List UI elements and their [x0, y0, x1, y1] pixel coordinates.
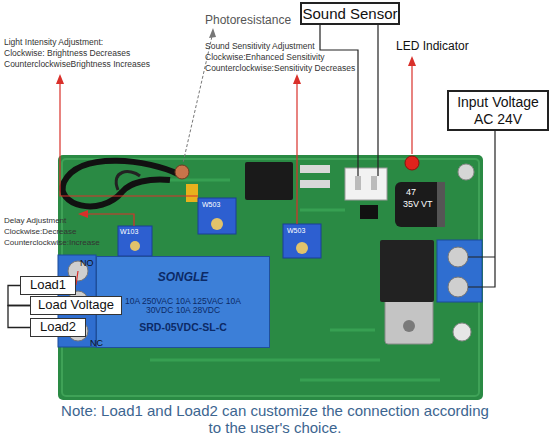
- pot-screw: [130, 241, 140, 251]
- bracket-connector: [8, 286, 30, 306]
- mount-hole: [453, 323, 471, 341]
- silkscreen-text: W503: [287, 227, 305, 235]
- photoresistor: [175, 165, 189, 179]
- connector-pin: [371, 176, 377, 190]
- note-text: Note: Load1 and Load2 can customize the …: [60, 402, 490, 437]
- regulator-hole: [403, 320, 415, 332]
- sound-sensor-connector: [345, 168, 387, 200]
- leader-line: [296, 80, 297, 224]
- relay: SONGLE 10A 250VAC 10A 125VAC 10A 30VDC 10…: [96, 256, 270, 348]
- callout-label: Counterclockwise:Increase: [4, 238, 100, 247]
- leader-line: [320, 25, 378, 176]
- photoresistor-lead: [116, 172, 140, 190]
- terminal-screw: [448, 277, 468, 297]
- pot-screw: [296, 242, 308, 254]
- led: [405, 156, 419, 170]
- regulator-tab: [385, 296, 433, 344]
- potentiometer: [283, 224, 321, 258]
- silkscreen-text: W503: [202, 201, 220, 209]
- contact-label: NC: [90, 338, 103, 348]
- callout-label: Light Intensity Adjustment:: [4, 38, 103, 48]
- terminal-block: [437, 240, 482, 302]
- pcb-edge: [62, 159, 479, 396]
- input-voltage-box: Input VoltageAC 24V: [447, 90, 549, 131]
- capacitor-stripe: [437, 182, 445, 227]
- callout-label: LED Indicator: [396, 40, 469, 54]
- photoresistor-lead: [63, 161, 178, 207]
- callout-label: Sound Sensitivity Adjustment: [205, 42, 315, 52]
- node-text: Load1: [30, 278, 66, 293]
- leader-line: [84, 214, 134, 226]
- resistor: [300, 180, 330, 188]
- node-text: Sound Sensor: [302, 5, 397, 22]
- connector-pin: [355, 176, 361, 190]
- load-box: Load1: [20, 276, 76, 295]
- silkscreen-text: W103: [120, 228, 138, 236]
- ic-chip: [245, 162, 293, 200]
- callout-label: CounterclockwiseBrightness Increases: [4, 60, 150, 70]
- arrow-head: [408, 56, 416, 66]
- arrow-head: [56, 74, 64, 84]
- potentiometer: [118, 226, 152, 256]
- callout-label: Clockwise: Brightness Decreases: [4, 49, 130, 59]
- node-text: Load2: [40, 320, 76, 335]
- bracket-connector: [8, 306, 30, 328]
- capacitor-marking: 35V: [403, 199, 419, 209]
- jumper: [360, 205, 378, 219]
- resistor: [300, 165, 330, 173]
- leader-line: [468, 131, 495, 287]
- arrow-head: [293, 74, 301, 84]
- potentiometer: [198, 198, 236, 234]
- load-box: Load2: [30, 318, 86, 337]
- leader-line: [60, 80, 198, 196]
- node-text: 10A 250VAC 10A 125VAC 10A 30VDC 10A 28VD…: [122, 297, 244, 317]
- leader-line: [183, 32, 213, 163]
- callout-label: Delay Adjustment: [4, 216, 66, 225]
- arrow-head: [78, 210, 88, 218]
- sound-sensor-box: Sound Sensor: [300, 2, 400, 25]
- node-text: Input Voltage: [457, 94, 539, 110]
- callout-label: Photoresistance: [205, 14, 291, 28]
- pot-screw: [211, 218, 223, 230]
- node-text: Load Voltage: [38, 298, 114, 313]
- node-text: AC 24V: [474, 111, 522, 127]
- callout-label: Counterclockwise:Sensitivity Decreases: [205, 64, 355, 74]
- terminal-screw: [448, 247, 468, 267]
- capacitor-marking: VT: [421, 199, 433, 209]
- mount-hole: [458, 164, 474, 180]
- capacitor-small: [186, 184, 198, 202]
- electrolytic-capacitor: [395, 182, 445, 227]
- contact-label: NO: [80, 258, 94, 268]
- load-box: Load Voltage: [30, 296, 122, 315]
- capacitor-marking: 47: [406, 187, 416, 197]
- voltage-regulator: [380, 240, 434, 302]
- arrow-head: [209, 28, 216, 38]
- pcb-board: [58, 155, 483, 400]
- callout-label: Clockwise:Enhanced Sensitivity: [205, 53, 325, 63]
- callout-label: Clockwise:Decrease: [4, 227, 76, 236]
- node-text: SONGLE: [158, 271, 209, 285]
- node-text: SRD-05VDC-SL-C: [139, 321, 227, 333]
- leader-line: [411, 62, 412, 154]
